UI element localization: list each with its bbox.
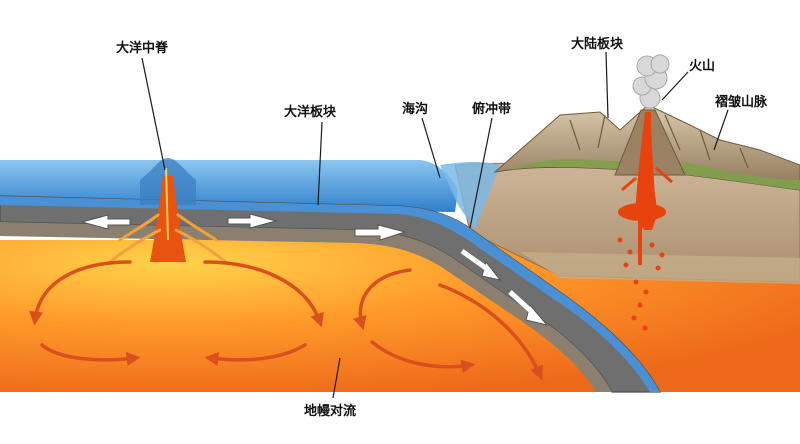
label-volcano: 火山 xyxy=(689,58,715,74)
volcano xyxy=(614,109,686,331)
oceanic-plate-lower xyxy=(0,222,612,392)
ridge-magma xyxy=(108,167,228,264)
label-subduction-zone: 俯冲带 xyxy=(472,101,511,117)
label-fold-mountains: 褶皱山脉 xyxy=(715,94,768,110)
label-oceanic-plate: 大洋板块 xyxy=(284,104,337,120)
convection-arrow-icon xyxy=(29,260,543,381)
label-mantle-convection: 地幔对流 xyxy=(304,403,356,419)
label-continental-plate: 大陆板块 xyxy=(571,36,624,52)
arrow-shaft-1 xyxy=(460,248,492,274)
arrow-shaft-2 xyxy=(508,290,534,314)
leader-lines xyxy=(141,51,729,399)
smoke-plume-icon xyxy=(632,54,670,109)
label-mid-ocean-ridge: 大洋中脊 xyxy=(116,40,169,56)
trench-water xyxy=(440,161,500,230)
label-trench: 海沟 xyxy=(402,101,428,117)
